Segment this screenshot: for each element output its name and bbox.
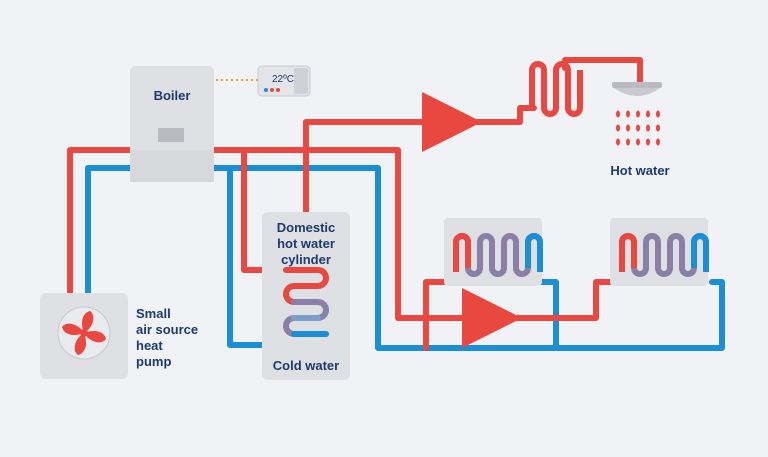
pump-label-4: pump <box>136 354 171 369</box>
cold-water-label: Cold water <box>273 358 339 373</box>
shower-icon <box>612 82 662 146</box>
boiler-label: Boiler <box>154 88 191 103</box>
hot-water-coil <box>529 61 583 117</box>
pipe-hot-water-out <box>303 105 537 218</box>
pump-label-2: air source <box>136 322 198 337</box>
pipe-shower <box>562 57 643 85</box>
radiator-2 <box>610 218 709 286</box>
boiler-display <box>158 128 184 142</box>
cylinder-label-2: hot water <box>277 236 335 251</box>
pump-label-1: Small <box>136 306 171 321</box>
pump-label-3: heat <box>136 338 163 353</box>
cylinder-label-3: cylinder <box>281 252 331 267</box>
fan-icon <box>57 306 111 360</box>
thermostat-icon <box>257 65 311 97</box>
pipe-cylinder-return <box>227 165 271 348</box>
boiler-unit <box>130 66 214 182</box>
pipe-pump-cold <box>85 165 143 303</box>
pipe-pump-hot <box>67 147 143 303</box>
thermostat-temp: 22ºC <box>272 74 294 85</box>
radiator-1 <box>444 218 543 286</box>
pipe-rad1-flow <box>423 279 449 351</box>
pipe-return-loop <box>207 165 725 351</box>
cylinder-label-1: Domestic <box>277 220 336 235</box>
heat-pump-unit <box>40 293 128 379</box>
pipe-rad1-return <box>537 279 559 351</box>
hot-water-label: Hot water <box>610 163 669 178</box>
hot-water-cylinder <box>262 212 350 380</box>
cold-pipes <box>85 165 725 351</box>
